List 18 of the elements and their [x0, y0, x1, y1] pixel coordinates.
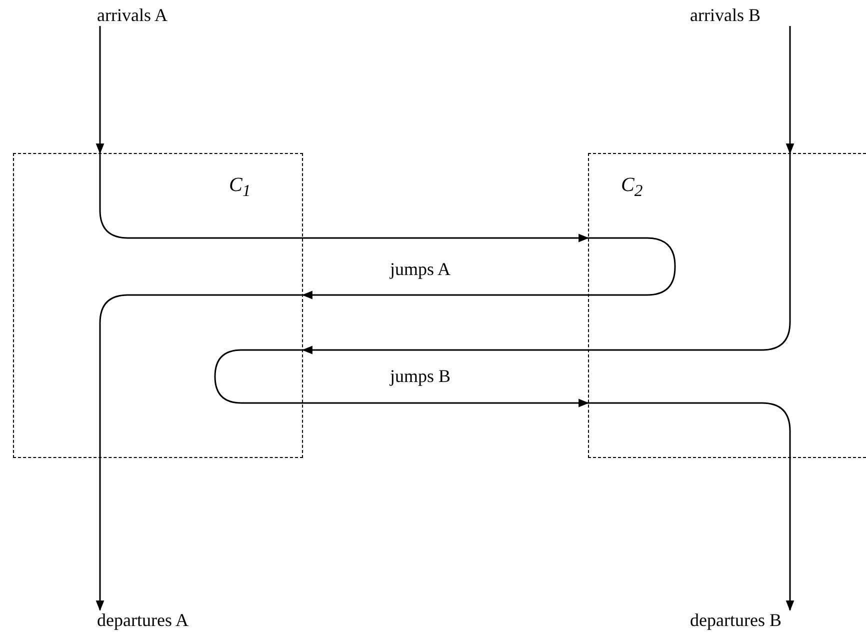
flow-arrow	[96, 294, 303, 612]
flow-label: departures B	[690, 610, 782, 631]
flow-arrow	[786, 26, 794, 154]
flow-name-label: jumps A	[390, 259, 451, 280]
flow-arrow	[99, 153, 590, 242]
flow-name-label: jumps B	[390, 366, 451, 387]
flow-label: departures A	[97, 610, 188, 631]
flow-arrow	[302, 153, 791, 354]
flow-label: arrivals A	[97, 5, 168, 26]
flow-arrow	[96, 26, 104, 154]
dashed-region	[588, 153, 866, 458]
flow-arrow	[588, 402, 794, 612]
dashed-region	[13, 153, 303, 458]
flow-arrow	[214, 349, 590, 408]
flow-arrow	[302, 237, 676, 300]
region-label: C$_{2}$	[621, 174, 643, 201]
flow-label: arrivals B	[690, 5, 760, 26]
region-label: C$_{1}$	[229, 174, 251, 201]
